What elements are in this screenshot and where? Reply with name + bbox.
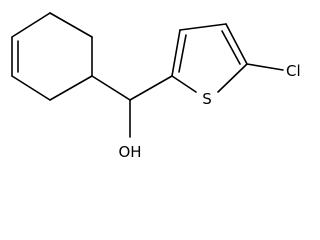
thiophene-ring [171, 23, 248, 93]
thiophene-bond-s-c2 [171, 75, 197, 93]
bond-to-chlorine [246, 63, 284, 71]
chemical-structure-diagram: S Cl OH [11, 12, 301, 161]
ring-bond-c3-c4 [49, 75, 93, 101]
thiophene-bond-c3-c4 [179, 23, 227, 31]
hydroxyl-group-label: OH [118, 143, 141, 161]
thiophene-bond-c2-c3 [171, 29, 181, 77]
sulfur-atom-label: S [202, 90, 212, 108]
thiophene-bond-c4-c5 [225, 23, 248, 65]
bond-carbinol-to-thiophene [129, 75, 173, 101]
thiophene-double-bond-c4-c5 [221, 30, 241, 65]
ring-bond-c6-c1 [11, 12, 51, 38]
ring-bond-c4-c5 [11, 75, 51, 101]
cyclohexene-ring [11, 12, 93, 101]
bond-ring-to-carbinol [91, 75, 131, 101]
thiophene-bond-c5-s [217, 63, 248, 93]
chlorine-atom-label: Cl [286, 62, 301, 80]
ring-bond-c1-c2 [49, 12, 93, 38]
thiophene-double-bond-c2-c3 [178, 34, 187, 73]
